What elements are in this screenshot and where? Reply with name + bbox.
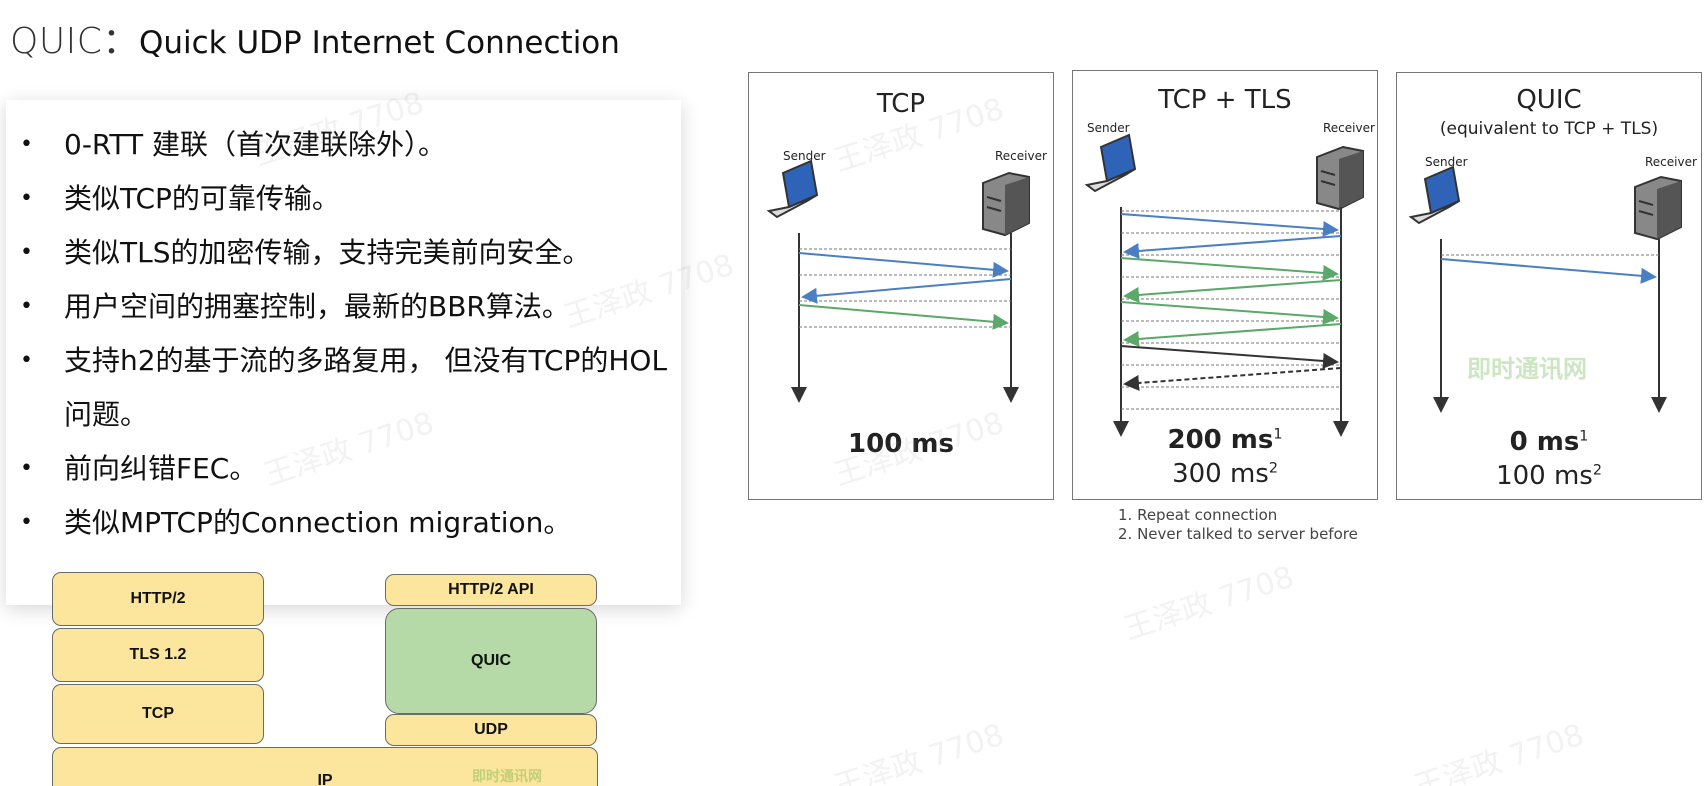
panel-title: TCP + TLS: [1158, 85, 1292, 115]
bullet-icon: •: [20, 510, 33, 535]
receiver-label: Receiver: [1323, 121, 1375, 135]
laptop-icon: [1084, 133, 1137, 193]
title-sub: Quick UDP Internet Connection: [138, 25, 620, 61]
receiver-label: Receiver: [995, 149, 1047, 163]
bullet-icon: •: [20, 132, 33, 157]
footnote-1: 1. Repeat connection: [1118, 506, 1278, 524]
page-title: QUIC：Quick UDP Internet Connection: [10, 12, 620, 64]
latency-label: 0 ms1: [1509, 427, 1589, 457]
server-icon: [982, 171, 1030, 237]
protocol-stack-diagram: HTTP/2 TLS 1.2 TCP HTTP/2 API QUIC UDP I…: [50, 572, 600, 786]
sender-label: Sender: [1425, 155, 1468, 169]
watermark: 王泽政 7708: [1119, 559, 1299, 648]
panel-tcp: TCP Sender Receiver 10: [748, 72, 1054, 500]
watermark: 王泽政 7708: [1409, 717, 1589, 786]
layer-tcp: TCP: [52, 684, 264, 744]
list-item: •0-RTT 建联（首次建联除外）。: [20, 118, 670, 172]
sender-label: Sender: [1087, 121, 1130, 135]
bullet-icon: •: [20, 348, 33, 373]
layer-tls: TLS 1.2: [52, 628, 264, 682]
footnotes: 1. Repeat connection 2. Never talked to …: [1118, 506, 1358, 544]
layer-udp: UDP: [385, 714, 597, 746]
sequence-diagram: [1408, 165, 1682, 413]
bullet-icon: •: [20, 240, 33, 265]
panel-tcp-tls: TCP + TLS: [1072, 70, 1378, 500]
laptop-icon: [1408, 165, 1461, 225]
bullet-icon: •: [20, 456, 33, 481]
panel-title: QUIC: [1516, 85, 1582, 115]
list-item: •类似MPTCP的Connection migration。: [20, 496, 670, 550]
footnote-2: 2. Never talked to server before: [1118, 525, 1358, 543]
logo-watermark: 即时通讯网: [472, 769, 542, 785]
panel-subtitle: (equivalent to TCP + TLS): [1439, 119, 1659, 139]
list-item: •类似TLS的加密传输，支持完美前向安全。: [20, 226, 670, 280]
watermark: 王泽政 7708: [829, 717, 1009, 786]
bullet-icon: •: [20, 294, 33, 319]
feature-list: •0-RTT 建联（首次建联除外）。 •类似TCP的可靠传输。 •类似TLS的加…: [20, 118, 670, 550]
panel-quic: QUIC (equivalent to TCP + TLS) Sender Re…: [1396, 72, 1702, 500]
server-icon: [1634, 175, 1682, 241]
sender-label: Sender: [783, 149, 826, 163]
layer-quic: QUIC: [385, 608, 597, 714]
bullet-icon: •: [20, 186, 33, 211]
list-item: •类似TCP的可靠传输。: [20, 172, 670, 226]
layer-http2: HTTP/2: [52, 572, 264, 626]
panel-title: TCP: [876, 89, 926, 119]
sequence-diagram: [1084, 133, 1364, 437]
laptop-icon: [766, 159, 819, 219]
list-item: •用户空间的拥塞控制，最新的BBR算法。: [20, 280, 670, 334]
latency-secondary: 300 ms2: [1172, 459, 1278, 489]
layer-ip: IP: [52, 747, 598, 786]
list-item: •前向纠错FEC。: [20, 442, 670, 496]
latency-secondary: 100 ms2: [1496, 461, 1602, 491]
latency-label: 100 ms: [848, 429, 954, 459]
layer-http2-api: HTTP/2 API: [385, 574, 597, 606]
latency-label: 200 ms1: [1167, 425, 1283, 455]
title-main: QUIC：: [10, 21, 139, 62]
logo-watermark: 即时通讯网: [1467, 355, 1587, 383]
feature-card: [6, 100, 681, 605]
sequence-diagram: [766, 159, 1030, 403]
receiver-label: Receiver: [1645, 155, 1697, 169]
list-item: •支持h2的基于流的多路复用， 但没有TCP的HOL问题。: [20, 334, 670, 442]
server-icon: [1316, 145, 1364, 211]
